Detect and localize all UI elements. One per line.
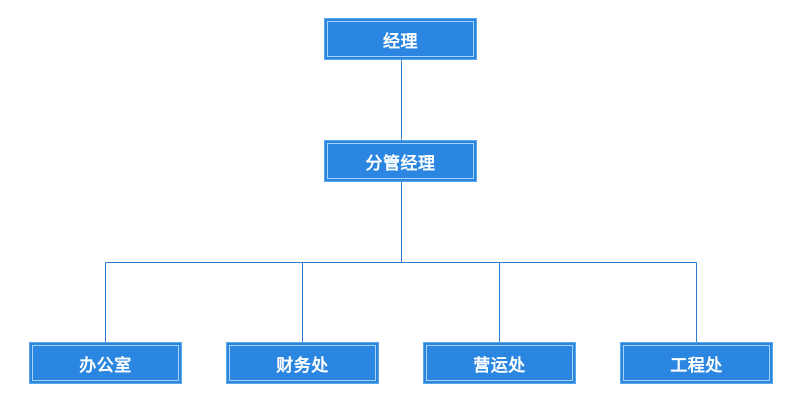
- node-department-engineering-label: 工程处: [670, 355, 723, 376]
- node-department-finance[interactable]: 财务处: [226, 342, 379, 384]
- node-department-operations-label: 营运处: [473, 355, 526, 376]
- node-department-office-label: 办公室: [79, 355, 132, 376]
- node-manager[interactable]: 经理: [324, 18, 477, 60]
- node-department-engineering[interactable]: 工程处: [620, 342, 773, 384]
- node-deputy-manager[interactable]: 分管经理: [324, 140, 477, 182]
- node-department-finance-label: 财务处: [276, 355, 329, 376]
- node-manager-label: 经理: [383, 31, 418, 52]
- node-deputy-manager-label: 分管经理: [365, 153, 436, 174]
- node-department-office[interactable]: 办公室: [29, 342, 182, 384]
- node-department-operations[interactable]: 营运处: [423, 342, 576, 384]
